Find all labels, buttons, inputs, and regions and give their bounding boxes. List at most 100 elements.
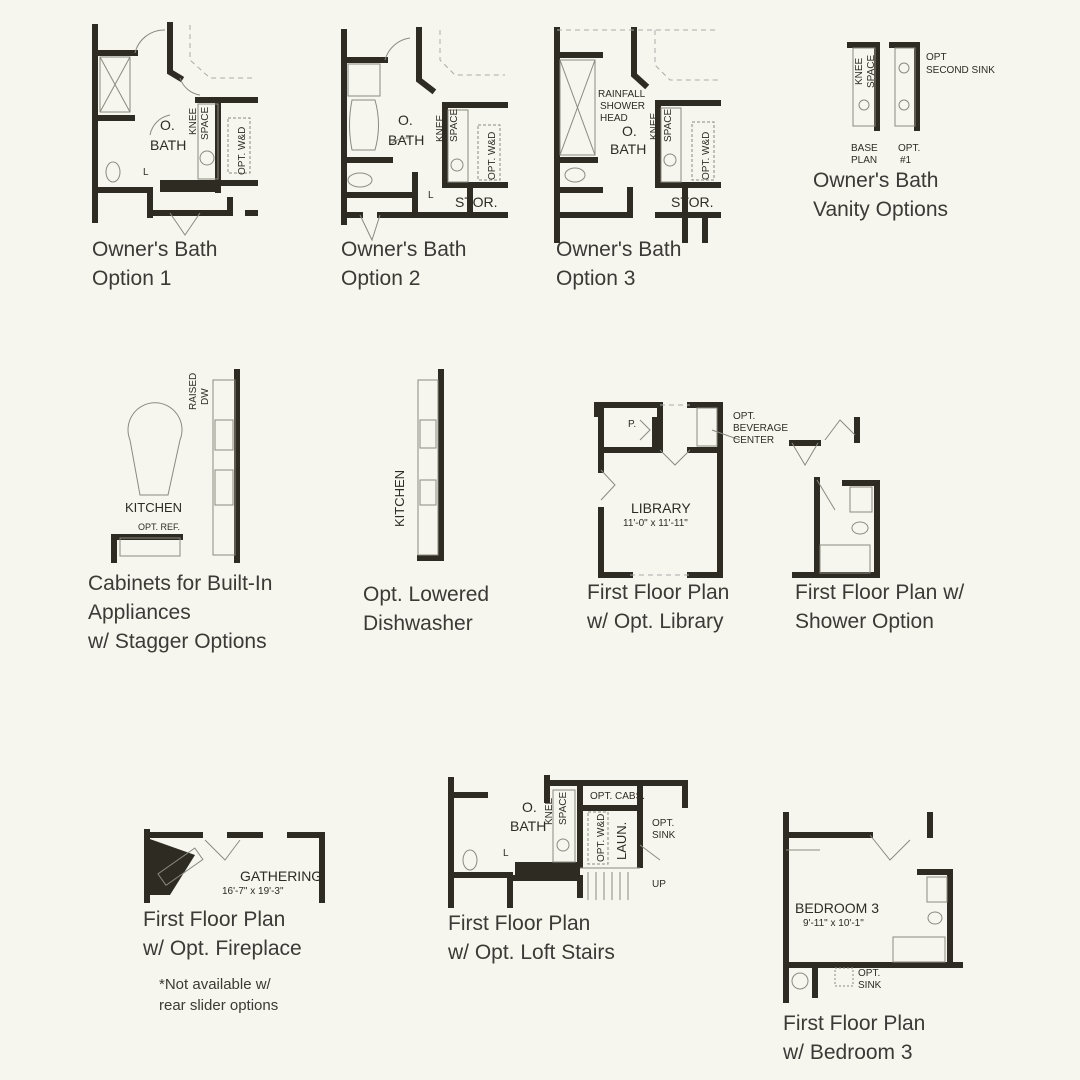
label-base: BASE (851, 143, 878, 154)
caption-line: Owner's Bath (556, 238, 682, 261)
label-dw: DW (200, 388, 211, 405)
label-bath: BATH (610, 141, 646, 157)
label-knee: KNEE (649, 112, 660, 140)
label-stor: STOR. (455, 194, 498, 210)
label-bath: BATH (510, 818, 546, 834)
label-linen: L (428, 190, 434, 201)
label-space: SPACE (558, 792, 569, 825)
label-gathering-dims: 16'-7" x 19'-3" (222, 886, 284, 897)
caption-line: Owner's Bath (341, 238, 467, 261)
caption-line: Owner's Bath (813, 169, 939, 192)
label-opt1: OPT. (898, 143, 920, 154)
label-knee: KNEE (854, 57, 865, 85)
fireplace-note: *Not available w/rear slider options (159, 974, 278, 1016)
bedroom-3-plan: BEDROOM 3 9'-11" x 10'-1" OPT. SINK (783, 812, 963, 1003)
label-head: HEAD (600, 113, 628, 124)
caption-opt-loft-stairs: First Floor Plan w/ Opt. Loft Stairs (448, 909, 615, 967)
label-bath: BATH (388, 132, 424, 148)
caption-line: First Floor Plan (783, 1012, 926, 1035)
label-raised: RAISED (188, 373, 199, 410)
caption-line: First Floor Plan (587, 581, 730, 604)
label-kitchen: KITCHEN (392, 470, 407, 527)
caption-line: w/ Opt. Fireplace (143, 937, 302, 960)
caption-line: w/ Opt. Loft Stairs (448, 941, 615, 964)
loft-stairs-plan: O. BATH KNEE SPACE OPT. CABS. OPT. W&D L… (448, 775, 688, 908)
label-o: O. (622, 123, 637, 139)
caption-line: Owner's Bath (92, 238, 218, 261)
caption-line: w/ Opt. Library (587, 610, 724, 633)
label-center: CENTER (733, 435, 774, 446)
label-opt: OPT. (652, 818, 674, 829)
caption-line: Shower Option (795, 610, 934, 633)
label-wd: OPT. W&D (487, 132, 498, 180)
label-kitchen: KITCHEN (125, 500, 182, 515)
label-beverage: BEVERAGE (733, 423, 788, 434)
label-library-dims: 11'-0" x 11'-11" (623, 518, 688, 529)
label-linen: L (143, 167, 149, 178)
caption-line: Appliances (88, 601, 191, 624)
label-pantry: P. (628, 419, 636, 430)
label-opt: OPT (926, 52, 947, 63)
label-opt: OPT. (858, 968, 880, 979)
caption-shower-option: First Floor Plan w/Shower Option (795, 578, 964, 636)
caption-line: Vanity Options (813, 198, 949, 221)
label-bedroom-dims: 9'-11" x 10'-1" (803, 918, 864, 929)
label-space: SPACE (200, 107, 211, 140)
owners-bath-option-2-plan: O. BATH KNEE SPACE OPT. W&D L STOR. (341, 27, 508, 242)
caption-line: First Floor Plan w/ (795, 581, 965, 604)
lowered-dishwasher-plan: KITCHEN (392, 369, 444, 561)
label-second-sink: SECOND SINK (926, 65, 995, 76)
caption-bedroom-3: First Floor Plan w/ Bedroom 3 (783, 1009, 925, 1067)
label-stor: STOR. (671, 194, 714, 210)
caption-line: Dishwasher (363, 612, 473, 635)
caption-line: Cabinets for Built-In (88, 572, 273, 595)
vanity-options-plan: KNEE SPACE OPT SECOND SINK BASE PLAN OPT… (847, 42, 995, 166)
note-line: rear slider options (159, 997, 279, 1014)
label-o: O. (160, 117, 175, 133)
label-shower: SHOWER (600, 101, 645, 112)
label-wd: OPT. W&D (596, 814, 607, 862)
label-plan: PLAN (851, 155, 877, 166)
caption-opt-library: First Floor Plan w/ Opt. Library (587, 578, 729, 636)
label-o: O. (398, 112, 413, 128)
label-sink: SINK (652, 830, 676, 841)
kitchen-built-in-plan: RAISED DW KITCHEN OPT. REF. (111, 369, 240, 563)
label-gathering: GATHERING (240, 868, 322, 884)
label-wd: OPT. W&D (237, 127, 248, 175)
owners-bath-option-1-plan: O. BATH KNEE SPACE OPT. W&D L (92, 22, 258, 236)
label-space: SPACE (449, 109, 460, 142)
label-no1: #1 (900, 155, 912, 166)
caption-line: w/ Stagger Options (88, 630, 267, 653)
label-space: SPACE (866, 55, 877, 88)
label-opt-ref: OPT. REF. (138, 522, 180, 532)
label-rainfall: RAINFALL (598, 89, 646, 100)
label-knee: KNEE (188, 107, 199, 135)
library-plan: P. OPT. BEVERAGE CENTER LIBRARY 11'-0" x… (594, 402, 788, 578)
caption-line: Option 1 (92, 267, 172, 290)
label-knee: KNEE (435, 114, 446, 142)
caption-line: First Floor Plan (448, 912, 591, 935)
label-library: LIBRARY (631, 500, 691, 516)
label-up: UP (652, 879, 666, 890)
caption-opt-fireplace: First Floor Plan w/ Opt. Fireplace (143, 905, 302, 963)
label-laun: LAUN. (614, 822, 629, 860)
label-linen: L (503, 848, 509, 859)
fireplace-plan: GATHERING 16'-7" x 19'-3" (144, 829, 325, 903)
label-opt-cabs: OPT. CABS. (590, 791, 645, 802)
label-opt: OPT. (733, 411, 755, 422)
caption-line: First Floor Plan (143, 908, 286, 931)
caption-line: Opt. Lowered (363, 583, 490, 606)
label-sink: SINK (858, 980, 882, 991)
label-space: SPACE (663, 109, 674, 142)
label-wd: OPT. W&D (701, 132, 712, 180)
caption-line: w/ Bedroom 3 (783, 1041, 913, 1064)
caption-line: Option 2 (341, 267, 421, 290)
